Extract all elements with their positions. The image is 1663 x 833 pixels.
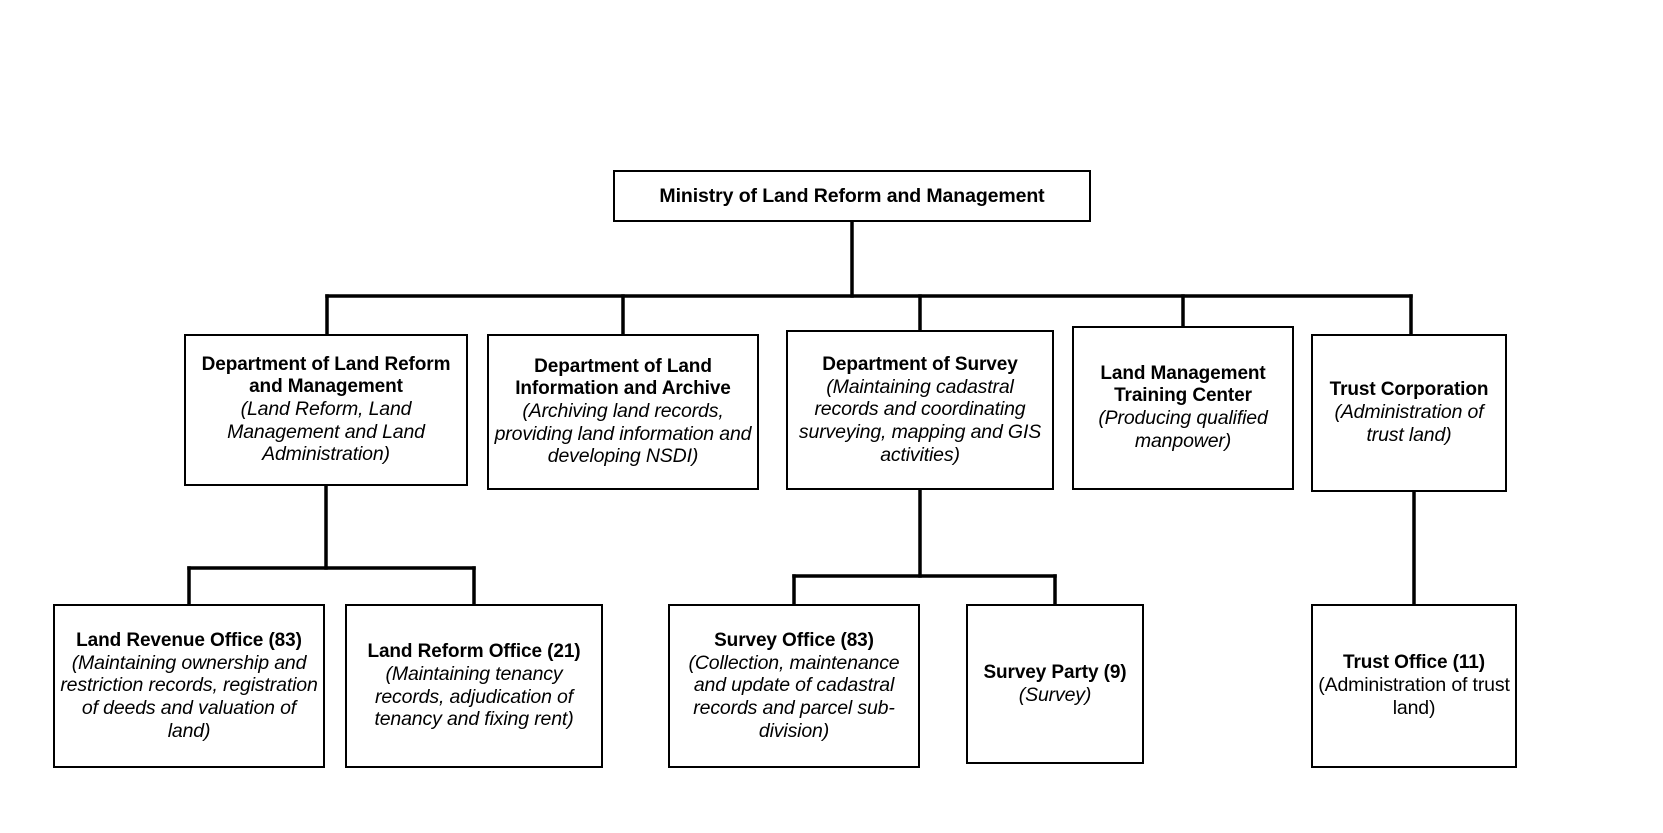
node-dept-survey-subtitle: (Maintaining cadastral records and coord… — [798, 375, 1042, 466]
node-survey-office-subtitle: (Collection, maintenance and update of c… — [688, 651, 900, 742]
node-lmtc-title: Land Management Training Center — [1100, 363, 1266, 407]
node-ministry-title: Ministry of Land Reform and Management — [659, 184, 1045, 207]
node-trust-corp-subtitle: (Administration of trust land) — [1334, 401, 1484, 447]
node-lmtc-subtitle: (Producing qualified manpower) — [1098, 407, 1268, 453]
node-survey-party-title: Survey Party (9) — [983, 661, 1127, 683]
node-survey-office-title: Survey Office (83) — [714, 629, 874, 651]
node-dept-land-reform-subtitle: (Land Reform, Land Management and Land A… — [227, 398, 425, 466]
node-survey-party[interactable]: Survey Party (9) (Survey) — [966, 604, 1144, 764]
node-survey-office[interactable]: Survey Office (83) (Collection, maintena… — [668, 604, 920, 768]
node-land-reform-office-title: Land Reform Office (21) — [367, 641, 581, 663]
node-department-of-land-information-and-archive[interactable]: Department of Land Information and Archi… — [487, 334, 759, 490]
node-survey-party-subtitle: (Survey) — [1018, 683, 1092, 706]
node-land-revenue-office-title: Land Revenue Office (83) — [76, 629, 302, 651]
node-trust-corporation[interactable]: Trust Corporation (Administration of tru… — [1311, 334, 1507, 492]
node-ministry[interactable]: Ministry of Land Reform and Management — [613, 170, 1091, 222]
node-trust-corp-title: Trust Corporation — [1329, 379, 1489, 401]
node-dept-land-info-subtitle: (Archiving land records, providing land … — [494, 400, 752, 468]
node-trust-office[interactable]: Trust Office (11) (Administration of tru… — [1311, 604, 1517, 768]
node-trust-office-subtitle: (Administration of trust land) — [1318, 674, 1510, 720]
node-land-revenue-office-subtitle: (Maintaining ownership and restriction r… — [60, 651, 318, 742]
node-dept-survey-title: Department of Survey — [822, 353, 1018, 375]
node-land-reform-office[interactable]: Land Reform Office (21) (Maintaining ten… — [345, 604, 603, 768]
node-land-management-training-center[interactable]: Land Management Training Center (Produci… — [1072, 326, 1294, 490]
node-trust-office-title: Trust Office (11) — [1343, 652, 1485, 674]
node-dept-land-reform-title: Department of Land Reform and Management — [201, 354, 451, 398]
node-department-of-survey[interactable]: Department of Survey (Maintaining cadast… — [786, 330, 1054, 490]
node-land-reform-office-subtitle: (Maintaining tenancy records, adjudicati… — [374, 663, 574, 731]
node-dept-land-info-title: Department of Land Information and Archi… — [515, 356, 731, 400]
node-department-of-land-reform-and-management[interactable]: Department of Land Reform and Management… — [184, 334, 468, 486]
node-land-revenue-office[interactable]: Land Revenue Office (83) (Maintaining ow… — [53, 604, 325, 768]
